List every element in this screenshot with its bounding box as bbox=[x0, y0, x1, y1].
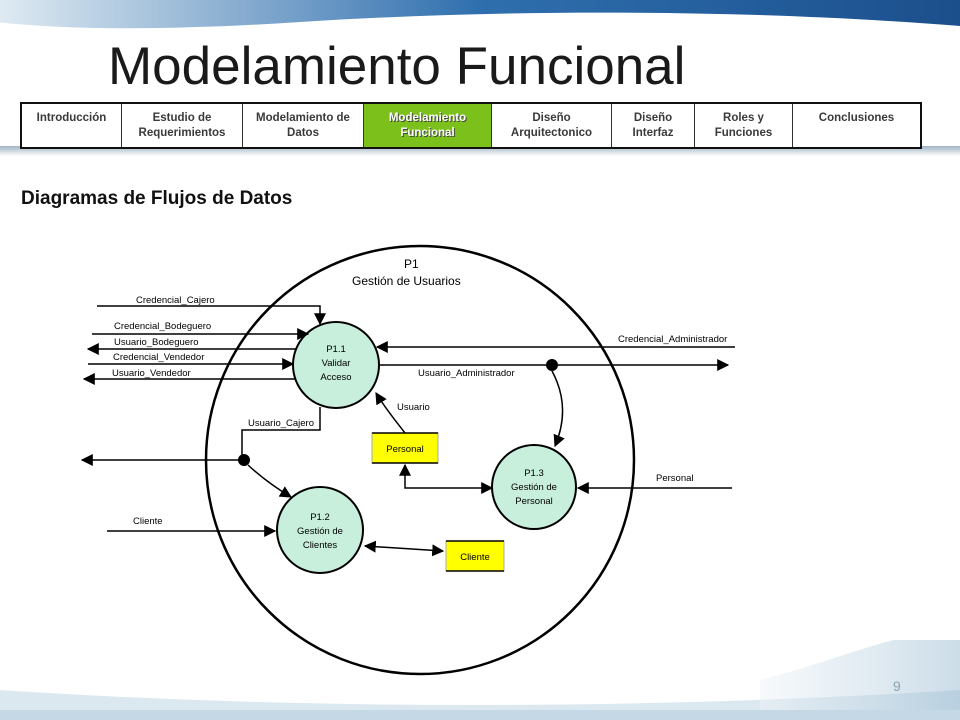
process-p1-2-id: P1.2 bbox=[310, 512, 330, 523]
nav-item-modelamiento-funcional[interactable]: Modelamiento Funcional bbox=[364, 104, 492, 147]
process-p1-2-circle[interactable] bbox=[276, 486, 364, 574]
nav-item-conclusiones[interactable]: Conclusiones bbox=[818, 112, 895, 124]
process-p1-3-line2: Personal bbox=[515, 496, 553, 507]
nav-item-estudio-requerimientos[interactable]: Estudio de Requerimientos bbox=[122, 104, 243, 147]
flow-cliente-in-label: Cliente bbox=[133, 516, 163, 527]
page-number: 9 bbox=[893, 678, 901, 694]
nav-item-introduccion[interactable]: Introducción bbox=[22, 104, 122, 147]
flow-to-p1-3 bbox=[551, 370, 565, 448]
process-p1-1-id: P1.1 bbox=[326, 344, 346, 355]
flow-usuario bbox=[375, 391, 406, 434]
flow-credencial-cajero bbox=[97, 305, 326, 326]
flow-usuario-vendedor-label: Usuario_Vendedor bbox=[112, 368, 191, 379]
flow-usuario-label: Usuario bbox=[397, 402, 430, 413]
nav-item-diseno-interfaz[interactable]: Diseño Interfaz bbox=[612, 104, 695, 147]
flow-usuario-administrador-label: Usuario_Administrador bbox=[418, 368, 515, 379]
flow-credencial-cajero-label: Credencial_Cajero bbox=[136, 295, 215, 306]
junction-dot-cajero bbox=[238, 454, 250, 466]
junction-dot-administrador bbox=[546, 359, 558, 371]
flow-credencial-vendedor-label: Credencial_Vendedor bbox=[113, 352, 204, 363]
data-store-personal-label: Personal bbox=[386, 444, 424, 455]
process-p1-2-line1: Gestión de bbox=[297, 526, 343, 537]
header-wave-decoration bbox=[0, 0, 960, 32]
slide-title: Modelamiento Funcional bbox=[108, 37, 686, 96]
process-p1-1-line2: Acceso bbox=[320, 372, 351, 383]
header-shadow bbox=[0, 146, 960, 156]
footer-wave-decoration bbox=[0, 640, 960, 720]
flow-usuario-bodeguero-label: Usuario_Bodeguero bbox=[114, 337, 199, 348]
data-store-cliente[interactable] bbox=[445, 540, 505, 572]
section-nav: Introducción Estudio de Requerimientos M… bbox=[20, 102, 922, 149]
flow-credencial-bodeguero-label: Credencial_Bodeguero bbox=[114, 321, 211, 332]
flow-p1-2-cliente-store bbox=[363, 540, 445, 557]
flow-usuario-cajero-label: Usuario_Cajero bbox=[248, 418, 314, 429]
container-id-label: P1 bbox=[404, 257, 419, 271]
flow-credencial-administrador-label: Credencial_Administrador bbox=[618, 334, 727, 345]
process-p1-3-id: P1.3 bbox=[524, 468, 544, 479]
nav-item-roles-funciones[interactable]: Roles y Funciones bbox=[695, 104, 793, 147]
data-store-cliente-label: Cliente bbox=[460, 552, 490, 563]
flow-personal-in-label: Personal bbox=[656, 473, 694, 484]
process-p1-2-line2: Clientes bbox=[303, 540, 338, 551]
nav-item-modelamiento-datos[interactable]: Modelamiento de Datos bbox=[243, 104, 364, 147]
process-p1-1-line1: Validar bbox=[322, 358, 351, 369]
process-p1-3-line1: Gestión de bbox=[511, 482, 557, 493]
nav-item-diseno-arquitectonico[interactable]: Diseño Arquitectonico bbox=[492, 104, 612, 147]
section-subheading: Diagramas de Flujos de Datos bbox=[21, 188, 293, 209]
flow-personal-store-p1-3 bbox=[399, 463, 494, 494]
flow-usuario-cajero bbox=[241, 407, 321, 460]
container-name-label: Gestión de Usuarios bbox=[352, 274, 461, 288]
flow-cajero-to-p1-2 bbox=[247, 464, 293, 498]
